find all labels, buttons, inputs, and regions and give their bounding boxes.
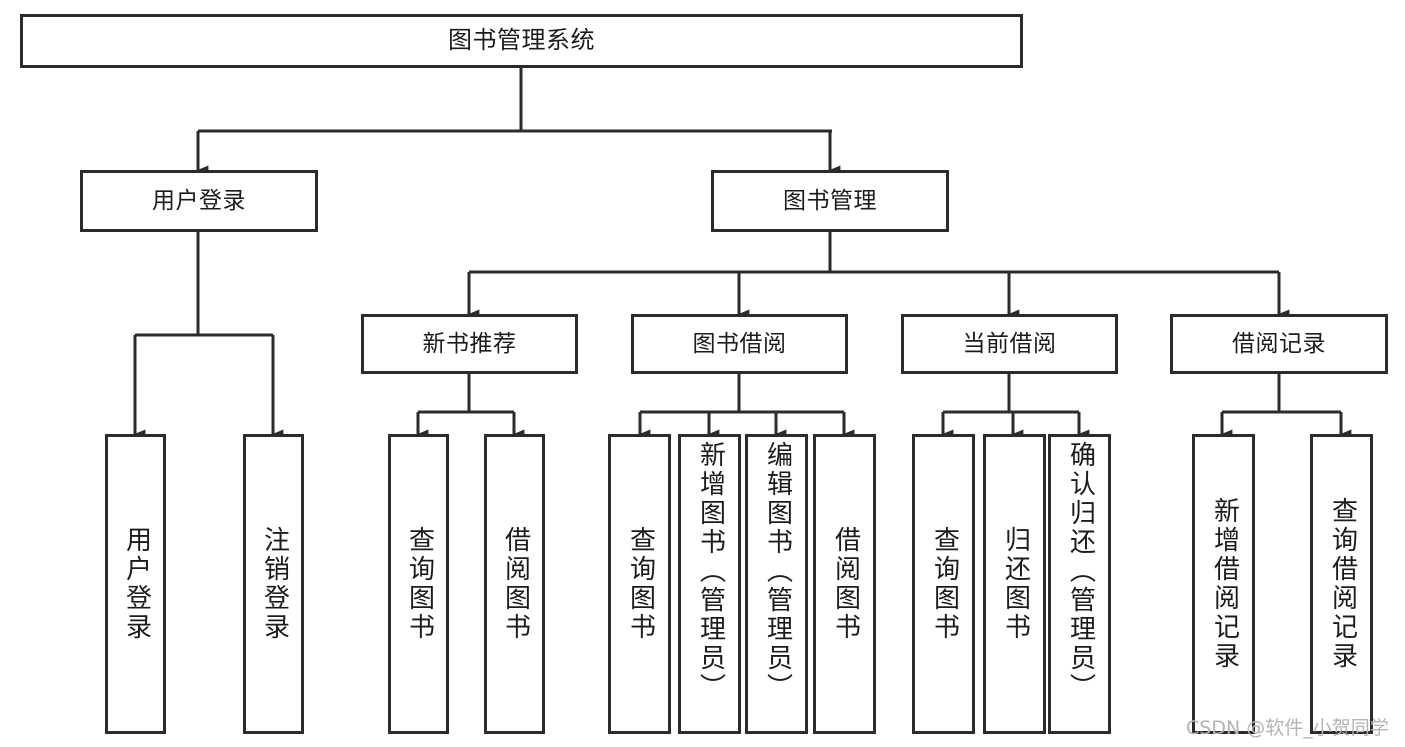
node-label: 查询借阅记录 [1327, 497, 1358, 671]
leaf-add-borrow-record[interactable]: 新增借阅记录 [1192, 434, 1255, 734]
node-label: 借阅图书 [500, 526, 531, 642]
node-label: 借阅图书 [830, 526, 861, 642]
node-label: 确认归还（管理员） [1065, 441, 1096, 702]
node-user-login[interactable]: 用户登录 [80, 170, 318, 232]
leaf-confirm-return-admin[interactable]: 确认归还（管理员） [1048, 434, 1111, 734]
node-label: 新书推荐 [422, 330, 517, 357]
node-book-management[interactable]: 图书管理 [711, 170, 949, 232]
node-label: 图书借阅 [692, 330, 787, 357]
node-label: 用户登录 [152, 187, 246, 214]
node-book-borrow[interactable]: 图书借阅 [631, 314, 848, 374]
leaf-return-book[interactable]: 归还图书 [983, 434, 1046, 734]
leaf-query-book-1[interactable]: 查询图书 [388, 434, 449, 734]
node-label: 归还图书 [1000, 526, 1031, 642]
node-label: 当前借阅 [962, 330, 1057, 357]
node-label: 查询图书 [625, 526, 656, 642]
node-label: 新增图书（管理员） [695, 441, 726, 702]
node-label: 图书管理 [783, 187, 877, 214]
leaf-user-login[interactable]: 用户登录 [105, 434, 166, 734]
leaf-edit-book-admin[interactable]: 编辑图书（管理员） [745, 434, 808, 734]
node-label: 用户登录 [121, 526, 152, 642]
node-label: 借阅记录 [1232, 330, 1326, 357]
node-borrow-record[interactable]: 借阅记录 [1170, 314, 1388, 374]
leaf-add-book-admin[interactable]: 新增图书（管理员） [678, 434, 741, 734]
node-label: 查询图书 [404, 526, 435, 642]
leaf-borrow-book-2[interactable]: 借阅图书 [813, 434, 876, 734]
leaf-query-book-2[interactable]: 查询图书 [608, 434, 671, 734]
node-current-borrow[interactable]: 当前借阅 [901, 314, 1118, 374]
node-label: 编辑图书（管理员） [762, 441, 793, 702]
node-label: 查询图书 [929, 526, 960, 642]
node-label: 注销登录 [259, 526, 290, 642]
node-new-book-recommend[interactable]: 新书推荐 [361, 314, 578, 374]
node-root-book-management-system[interactable]: 图书管理系统 [20, 14, 1023, 68]
leaf-query-borrow-record[interactable]: 查询借阅记录 [1310, 434, 1373, 734]
leaf-query-book-3[interactable]: 查询图书 [912, 434, 975, 734]
node-label: 图书管理系统 [448, 26, 595, 55]
node-label: 新增借阅记录 [1209, 497, 1240, 671]
leaf-logout-login[interactable]: 注销登录 [243, 434, 304, 734]
leaf-borrow-book-1[interactable]: 借阅图书 [484, 434, 545, 734]
